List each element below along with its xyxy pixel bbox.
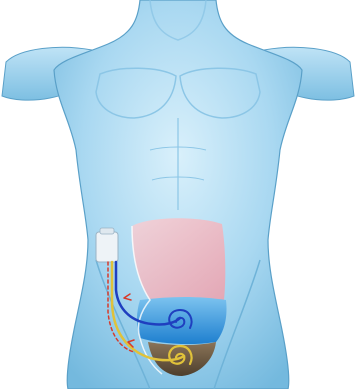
device: [96, 228, 118, 262]
middle-fluid: [137, 297, 227, 344]
device-cap: [100, 228, 114, 234]
upper-chamber: [132, 218, 225, 300]
device-box-icon: [96, 232, 118, 262]
